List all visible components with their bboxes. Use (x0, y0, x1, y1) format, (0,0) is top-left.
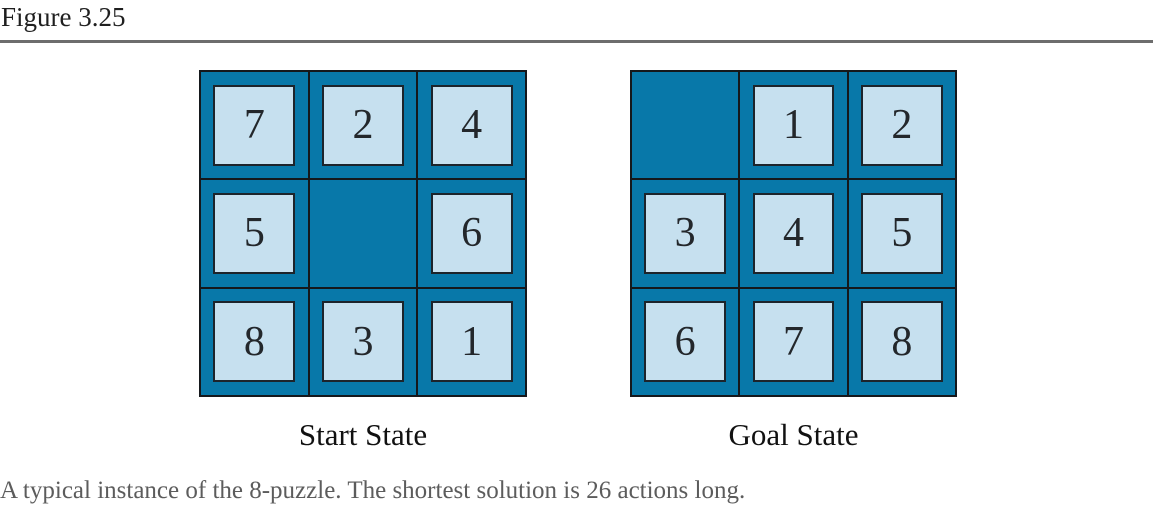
figure-label: Figure 3.25 (1, 2, 126, 32)
puzzle-tile: 1 (430, 301, 513, 383)
puzzle-cell: 7 (201, 72, 308, 179)
puzzle-cell: 5 (201, 180, 308, 287)
puzzle-tile: 5 (860, 193, 943, 274)
divider-line (0, 40, 1153, 43)
puzzle-cell: 8 (848, 288, 955, 395)
puzzle-tile: 2 (860, 84, 943, 166)
start-state-board: 7 2 4 5 6 8 3 1 (199, 70, 527, 397)
puzzle-cell: 6 (632, 288, 739, 395)
puzzle-tile: 7 (752, 301, 835, 383)
puzzle-tile: 8 (213, 301, 296, 383)
puzzle-cell: 4 (418, 72, 525, 179)
puzzle-cell: 2 (848, 72, 955, 179)
puzzle-tile: 8 (860, 301, 943, 383)
puzzle-cell-blank (309, 180, 417, 287)
puzzle-tile: 3 (321, 301, 405, 383)
puzzle-cell: 5 (848, 180, 955, 287)
puzzle-tile: 6 (644, 301, 727, 383)
puzzle-cell: 1 (740, 72, 847, 179)
puzzle-tile: 7 (213, 84, 296, 166)
puzzle-cell: 7 (740, 288, 847, 395)
goal-state-board: 1 2 3 4 5 6 7 8 (630, 70, 957, 397)
puzzle-tile: 3 (644, 193, 727, 274)
puzzle-cell: 6 (418, 180, 525, 287)
puzzle-cell: 3 (632, 180, 739, 287)
puzzle-cell: 8 (201, 288, 308, 395)
puzzle-tile: 4 (430, 84, 513, 166)
figure-caption: A typical instance of the 8-puzzle. The … (0, 477, 746, 504)
puzzle-tile: 4 (752, 193, 835, 274)
start-state-label: Start State (298, 417, 428, 452)
goal-state-label: Goal State (728, 417, 859, 452)
puzzle-cell: 4 (740, 180, 847, 287)
puzzle-tile: 5 (213, 193, 296, 274)
puzzle-tile: 6 (430, 193, 513, 274)
puzzle-cell: 3 (309, 288, 417, 395)
puzzle-cell-blank (632, 72, 739, 179)
puzzle-cell: 2 (309, 72, 417, 179)
puzzle-tile: 1 (752, 84, 835, 166)
puzzle-tile: 2 (321, 84, 405, 166)
puzzle-cell: 1 (418, 288, 525, 395)
